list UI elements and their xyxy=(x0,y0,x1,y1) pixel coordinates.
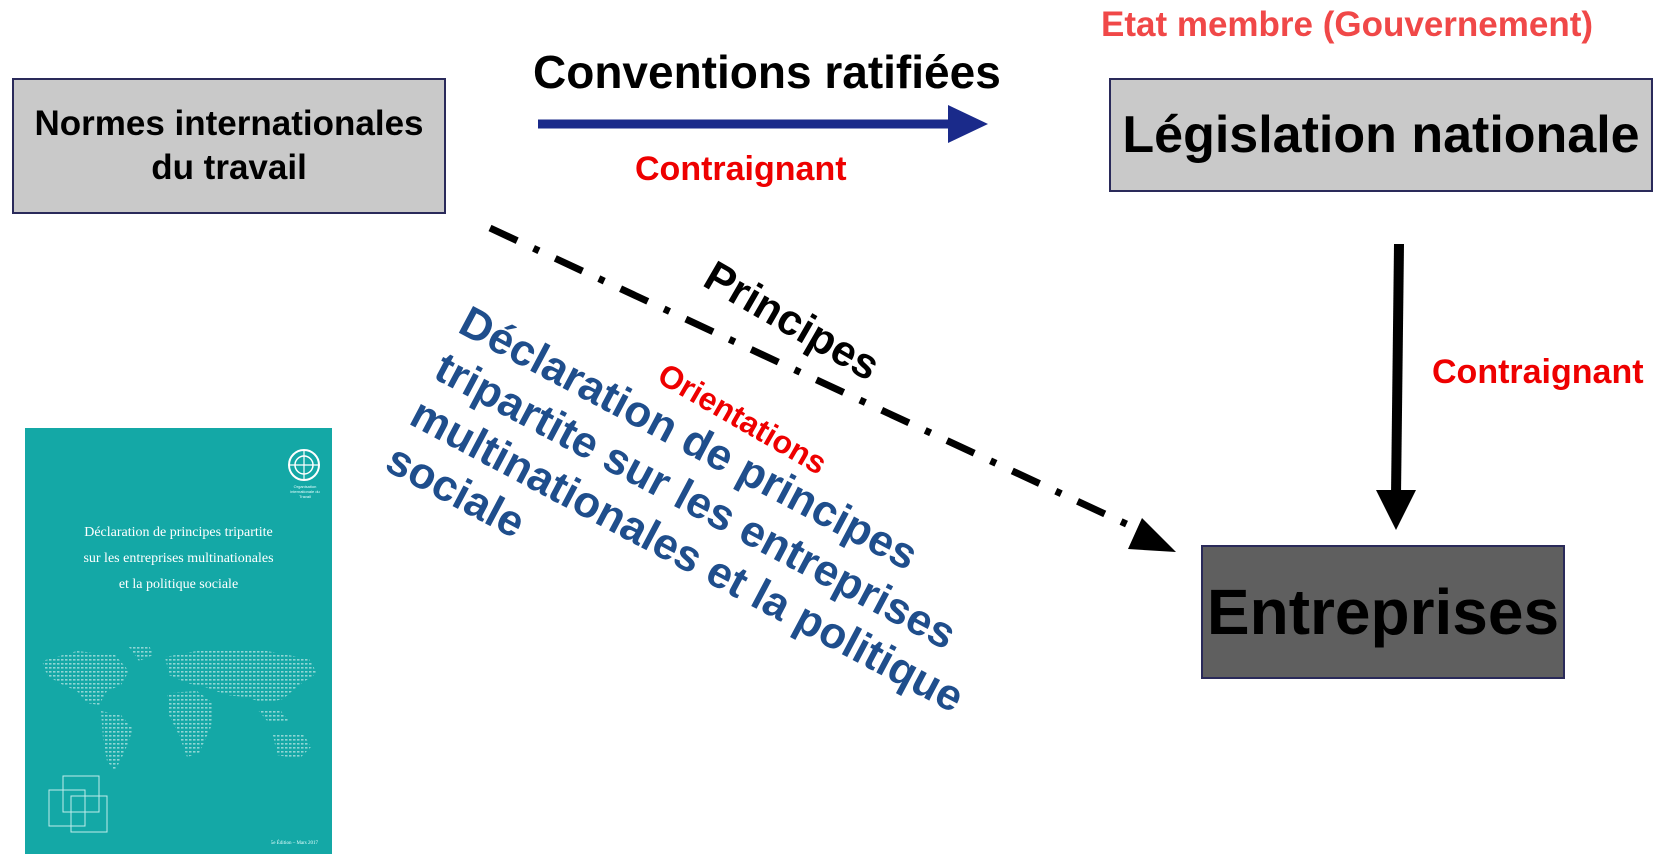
book-title-line-1: Déclaration de principes tripartite xyxy=(84,525,273,540)
book-logo-text: Organisation internationale du Travail xyxy=(290,484,320,499)
normes-line-1: Normes internationales xyxy=(34,104,424,143)
contraignant-top-label: Contraignant xyxy=(635,150,847,188)
world-map-icon xyxy=(42,645,317,771)
contraignant-vertical-arrow xyxy=(1376,243,1416,530)
declaration-book-cover: Organisation internationale du Travail D… xyxy=(25,428,332,854)
etat-membre-label: Etat membre (Gouvernement) xyxy=(1101,5,1594,44)
legislation-nationale-box: Législation nationale xyxy=(1109,78,1653,192)
normes-line-2: du travail xyxy=(151,148,307,187)
conventions-arrow xyxy=(538,105,988,143)
normes-internationales-box: Normes internationales du travail xyxy=(12,78,446,214)
book-title-line-3: et la politique sociale xyxy=(118,577,239,592)
conventions-ratifiees-label: Conventions ratifiées xyxy=(533,46,1001,98)
entreprises-label: Entreprises xyxy=(1206,576,1560,648)
book-edition: 5e Édition – Mars 2017 xyxy=(270,841,318,846)
legislation-label: Législation nationale xyxy=(1122,106,1640,164)
overlapping-squares-icon xyxy=(48,775,108,833)
entreprises-box: Entreprises xyxy=(1201,545,1565,679)
contraignant-right-label: Contraignant xyxy=(1432,353,1644,391)
principes-dashed-arrow xyxy=(488,224,1176,552)
ilo-logo-icon xyxy=(288,449,320,481)
book-title: Déclaration de principes tripartite sur … xyxy=(25,520,332,598)
book-title-line-2: sur les entreprises multinationales xyxy=(83,551,274,566)
